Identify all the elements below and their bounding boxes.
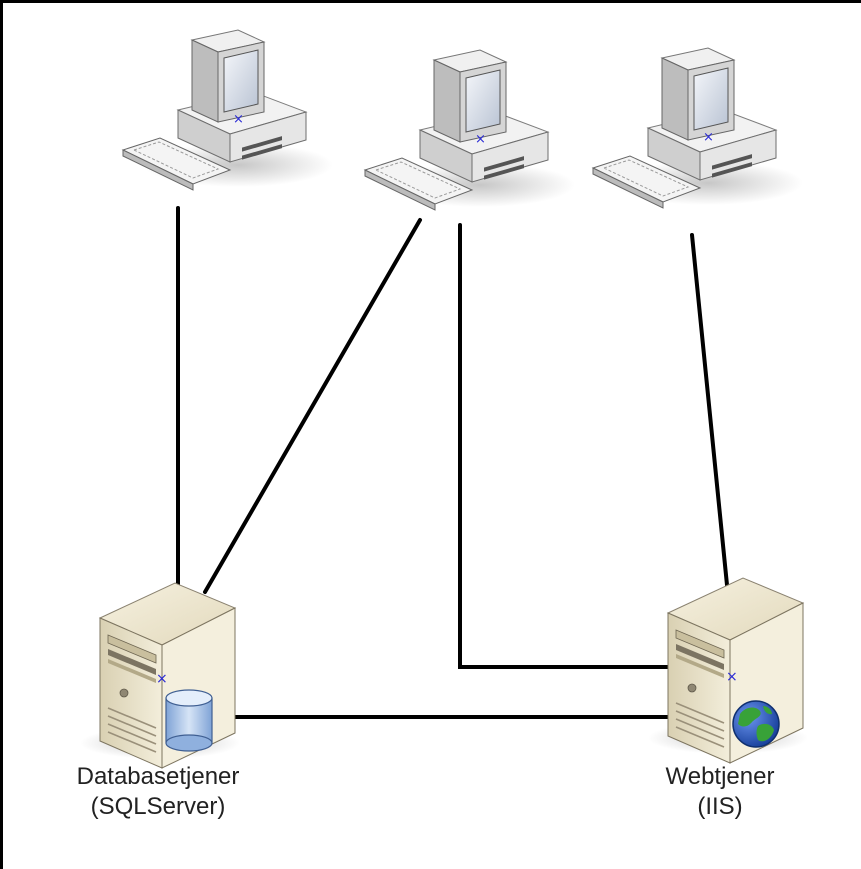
marker-icon: × [726,669,738,685]
frame-border-left [0,0,3,869]
marker-icon: × [703,130,714,145]
web-server-label: Webtjener (IIS) [590,762,850,822]
connection-lines [176,206,730,719]
workstation-2: × [364,49,576,211]
database-server-software: (SQLServer) [90,793,226,820]
globe-icon [732,700,780,748]
web-server: × [647,577,809,764]
web-server-software: (IIS) [697,793,743,820]
link-ws2-web [458,223,674,669]
marker-icon: × [156,671,168,687]
database-cylinder-icon [165,689,213,752]
workstation-1: × [122,29,334,191]
marker-icon: × [233,112,244,127]
database-server: × [79,582,241,769]
database-server-label: Databasetjener (SQLServer) [28,762,288,822]
link-ws3-web [690,233,730,597]
web-server-name: Webtjener [665,763,775,790]
workstation-3: × [592,47,804,209]
frame-border-top [0,0,861,3]
database-server-name: Databasetjener [76,763,240,790]
link-ws2-db [203,218,422,594]
marker-icon: × [475,132,486,147]
